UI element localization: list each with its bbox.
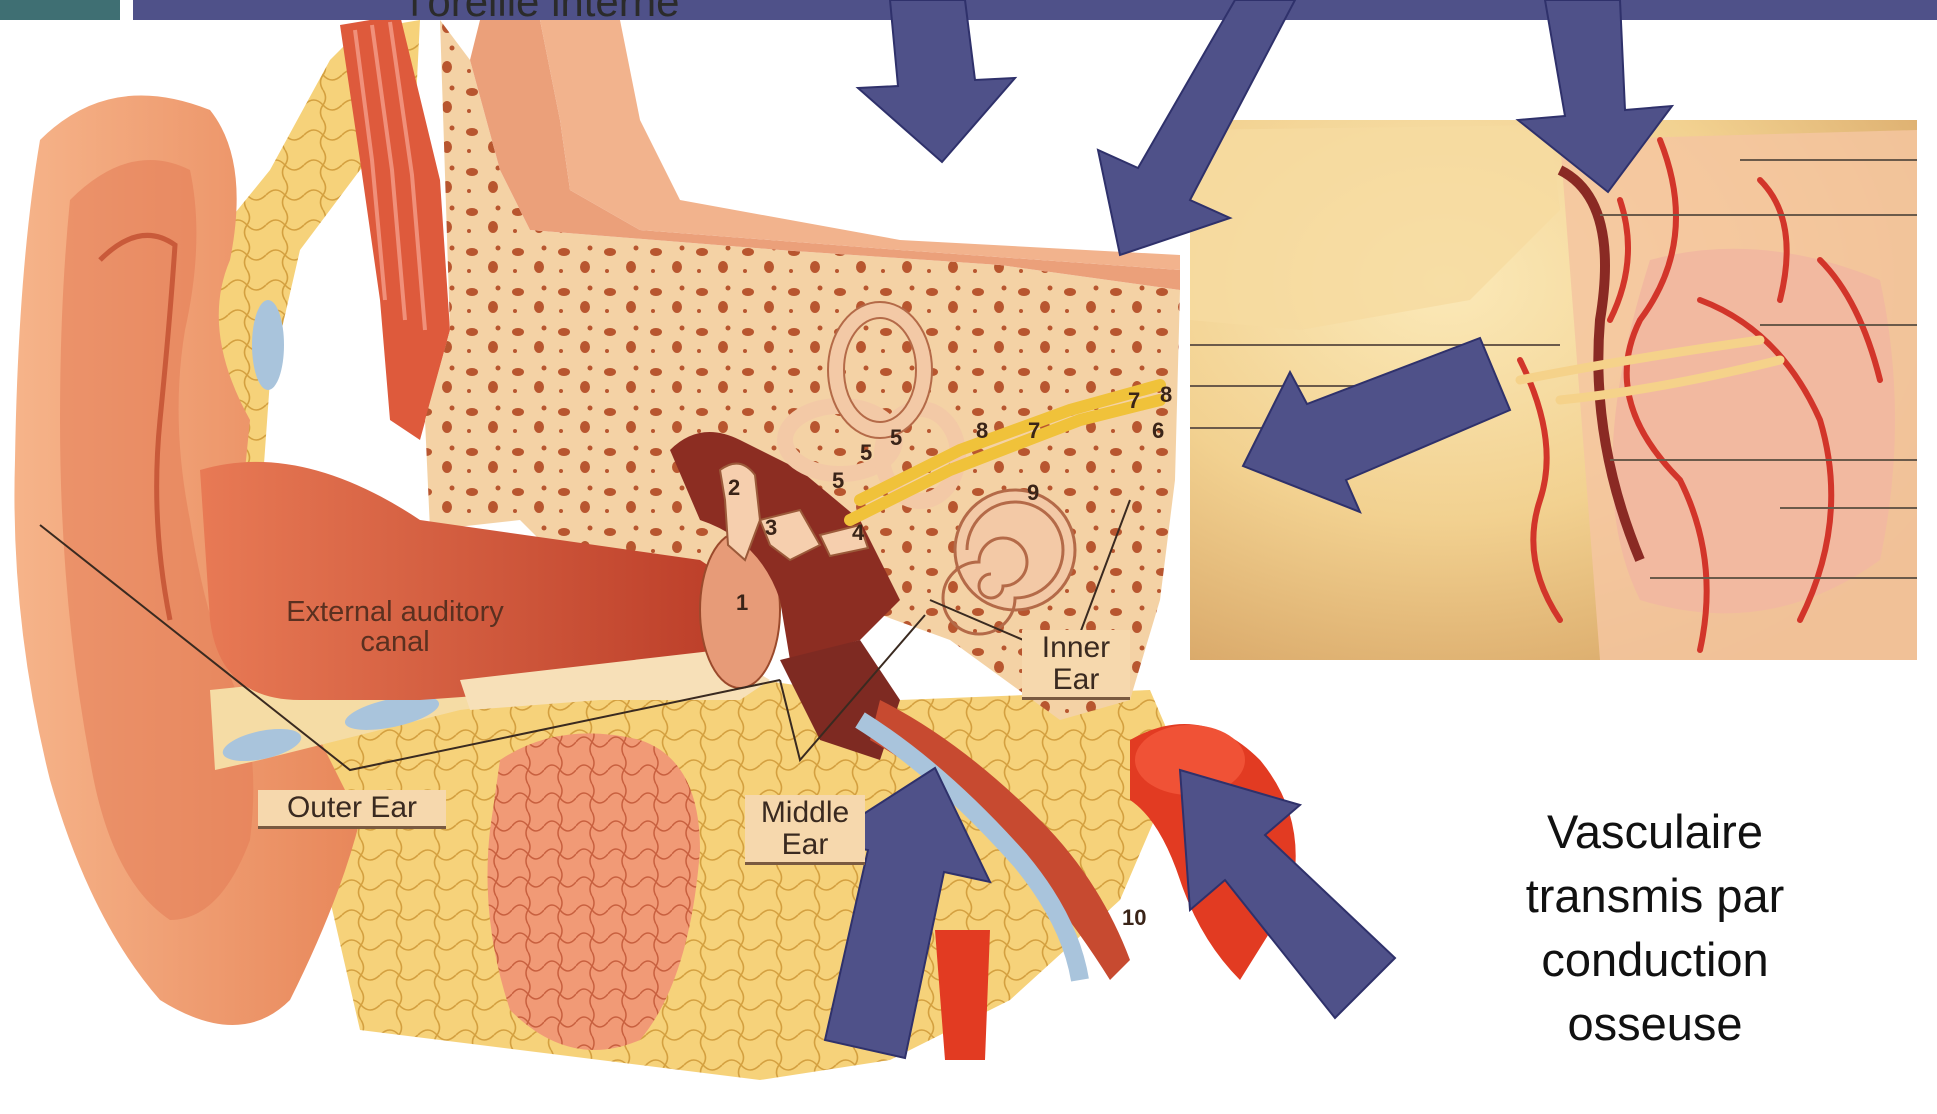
number-2: 2 xyxy=(728,475,740,501)
inner-ear-label-line2: Ear xyxy=(1026,664,1126,696)
number-5b: 5 xyxy=(890,425,902,451)
outer-ear-label: Outer Ear xyxy=(258,790,446,829)
caption-line4: osseuse xyxy=(1465,992,1845,1056)
inner-ear-label: Inner Ear xyxy=(1022,630,1130,700)
canal-label-line2: canal xyxy=(255,627,535,657)
number-5a: 5 xyxy=(860,440,872,466)
number-7a: 7 xyxy=(1028,418,1040,444)
number-7b: 7 xyxy=(1128,388,1140,414)
middle-ear-label-line1: Middle xyxy=(749,797,861,829)
title-banner xyxy=(133,0,1937,20)
number-8b: 8 xyxy=(1160,382,1172,408)
jugular-vessel xyxy=(935,930,990,1060)
number-6: 6 xyxy=(1152,418,1164,444)
number-5c: 5 xyxy=(832,468,844,494)
slide-accent-square xyxy=(0,0,120,20)
caption-line3: conduction xyxy=(1465,928,1845,992)
number-4: 4 xyxy=(852,520,864,546)
inner-ear-label-line1: Inner xyxy=(1026,632,1126,664)
middle-ear-label-line2: Ear xyxy=(749,829,861,861)
middle-ear-label: Middle Ear xyxy=(745,795,865,865)
number-9: 9 xyxy=(1027,480,1039,506)
number-8a: 8 xyxy=(976,418,988,444)
caption-line1: Vasculaire xyxy=(1465,800,1845,864)
arrow-down-1 xyxy=(858,0,1015,162)
number-1: 1 xyxy=(736,590,748,616)
external-auditory-canal-label: External auditory canal xyxy=(255,597,535,658)
number-3: 3 xyxy=(765,515,777,541)
caption-line2: transmis par xyxy=(1465,864,1845,928)
number-10: 10 xyxy=(1122,905,1146,931)
vascular-caption: Vasculaire transmis par conduction osseu… xyxy=(1465,800,1845,1056)
canal-label-line1: External auditory xyxy=(255,597,535,627)
